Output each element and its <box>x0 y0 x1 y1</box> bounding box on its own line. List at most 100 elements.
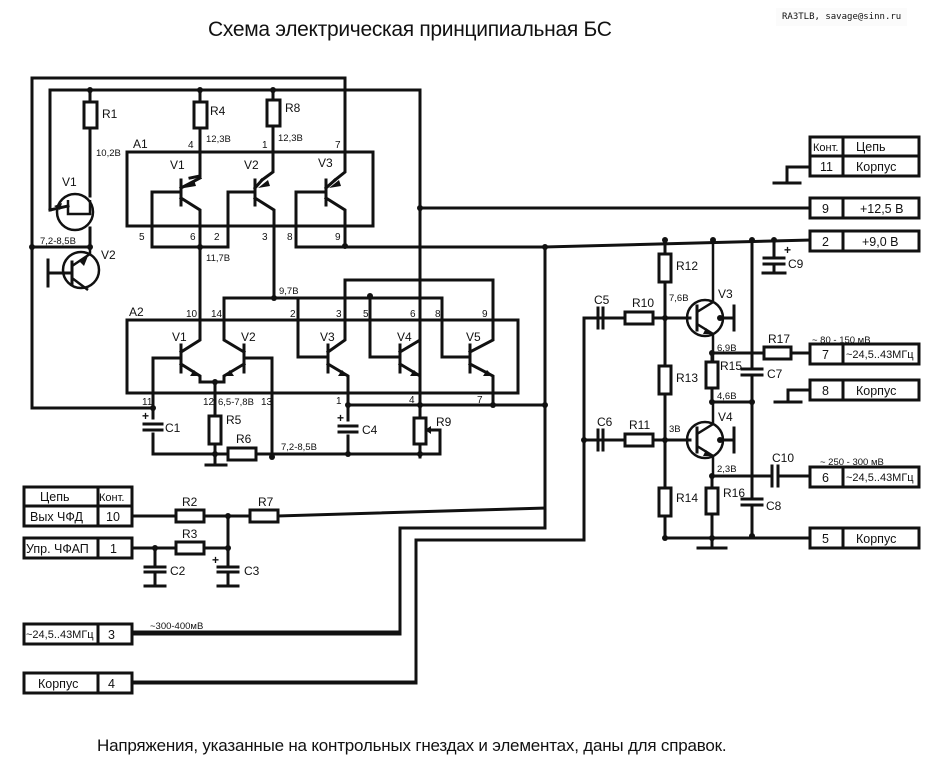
svg-text:14: 14 <box>211 309 223 320</box>
svg-text:Корпус: Корпус <box>856 160 896 174</box>
voltage-a1-out: 11,7В <box>206 253 230 264</box>
svg-text:R4: R4 <box>210 104 226 118</box>
svg-text:R16: R16 <box>723 486 745 500</box>
right-connector-8: 8 Корпус <box>808 378 921 402</box>
svg-text:R14: R14 <box>676 491 698 505</box>
page-title: Схема электрическая принципиальная БС <box>208 18 612 41</box>
svg-text:13: 13 <box>261 397 273 408</box>
svg-text:R8: R8 <box>285 101 301 115</box>
resistor-r8: R8 <box>265 98 301 128</box>
svg-text:R12: R12 <box>676 259 698 273</box>
filter-network: R2 R3 R7 C2 C3 + <box>130 495 547 588</box>
left-connector-header: Цепь Конт. <box>22 485 134 508</box>
svg-text:V4: V4 <box>397 330 412 344</box>
svg-text:R6: R6 <box>236 432 252 446</box>
svg-text:10: 10 <box>106 510 120 524</box>
resistor-r4: R4 <box>192 100 226 130</box>
svg-text:10: 10 <box>186 309 198 320</box>
svg-text:~24,5..43МГц: ~24,5..43МГц <box>846 349 914 361</box>
svg-text:A2: A2 <box>129 305 144 319</box>
right-connector-9: 9 +12,5 В <box>808 196 921 220</box>
svg-text:8: 8 <box>822 384 829 398</box>
svg-text:C1: C1 <box>165 421 181 435</box>
svg-text:6,9В: 6,9В <box>717 343 737 354</box>
svg-text:12: 12 <box>203 397 215 408</box>
svg-text:2: 2 <box>214 232 220 243</box>
svg-text:V5: V5 <box>466 330 481 344</box>
block-a1: A1 4 1 7 5 6 2 3 8 9 V1 V2 V3 <box>125 137 547 300</box>
svg-text:C10: C10 <box>772 451 794 465</box>
svg-text:C6: C6 <box>597 415 613 429</box>
voltage-a2-bus: 9,7В <box>279 286 299 297</box>
svg-text:+12,5 В: +12,5 В <box>860 202 903 216</box>
svg-text:V2: V2 <box>241 330 256 344</box>
svg-text:4: 4 <box>108 677 115 691</box>
transistor-v1-discrete: V1 <box>48 175 95 249</box>
svg-text:V1: V1 <box>172 330 187 344</box>
svg-text:Конт.: Конт. <box>813 142 838 154</box>
svg-text:6: 6 <box>190 232 196 243</box>
svg-text:4: 4 <box>409 395 415 406</box>
svg-text:R9: R9 <box>436 415 452 429</box>
input-3-wire <box>130 526 402 636</box>
block-a2-wiring <box>222 278 495 359</box>
left-connector-10: Вых ЧФД 10 <box>22 504 134 528</box>
svg-text:R15: R15 <box>720 359 742 373</box>
left-connector-4: Корпус 4 <box>22 671 134 695</box>
svg-text:R3: R3 <box>182 527 198 541</box>
svg-text:V3: V3 <box>320 330 335 344</box>
svg-text:V2: V2 <box>101 248 116 262</box>
svg-text:9: 9 <box>822 202 829 216</box>
left-connector-1: Упр. ЧФАП 1 <box>22 536 134 560</box>
svg-text:Упр. ЧФАП: Упр. ЧФАП <box>26 542 89 556</box>
voltage-r6: 7,2-8,5В <box>281 442 317 453</box>
block-a2: A2 10 14 2 3 5 6 8 9 11 12 13 1 4 7 V1 V… <box>125 305 520 459</box>
svg-text:Корпус: Корпус <box>856 532 896 546</box>
voltage-a2-emitters: 6,5-7,8В <box>218 397 254 408</box>
rf-amplifier <box>596 165 812 550</box>
svg-text:7: 7 <box>335 140 341 151</box>
svg-text:R10: R10 <box>632 296 654 310</box>
svg-text:Конт.: Конт. <box>99 492 124 504</box>
svg-text:1: 1 <box>262 140 268 151</box>
resistor-r1: R1 <box>82 100 118 130</box>
svg-text:5: 5 <box>822 532 829 546</box>
right-connector-2: 2 +9,0 В <box>808 229 921 253</box>
svg-text:11: 11 <box>142 397 153 408</box>
top-wiring <box>30 76 812 459</box>
svg-text:C9: C9 <box>788 257 804 271</box>
svg-text:~24,5..43МГц: ~24,5..43МГц <box>846 472 914 484</box>
svg-text:V3: V3 <box>718 287 733 301</box>
svg-text:4,6В: 4,6В <box>717 391 737 402</box>
svg-text:Корпус: Корпус <box>856 384 896 398</box>
svg-text:+: + <box>337 411 344 425</box>
svg-text:C7: C7 <box>767 367 783 381</box>
svg-text:C2: C2 <box>170 564 186 578</box>
svg-text:3: 3 <box>336 309 342 320</box>
svg-text:8: 8 <box>287 232 293 243</box>
voltage-r1: 10,2В <box>96 148 121 159</box>
svg-text:+: + <box>212 553 219 567</box>
svg-text:7: 7 <box>822 348 829 362</box>
right-connector-header: Конт. Цепь <box>808 135 921 158</box>
rf-voltages: 7,6В 6,9В 4,6В 3В 2,3В ~ 80 - 150 мВ ~ 2… <box>150 293 884 632</box>
voltage-r4: 12,3В <box>206 134 231 145</box>
svg-text:R2: R2 <box>182 495 198 509</box>
svg-text:C4: C4 <box>362 423 378 437</box>
svg-text:3В: 3В <box>669 424 681 435</box>
svg-text:Цепь: Цепь <box>40 490 69 504</box>
svg-text:7,6В: 7,6В <box>669 293 689 304</box>
svg-text:4: 4 <box>188 140 194 151</box>
svg-text:R1: R1 <box>102 107 118 121</box>
svg-text:2: 2 <box>290 309 296 320</box>
svg-text:R13: R13 <box>676 371 698 385</box>
voltage-r8: 12,3В <box>278 133 303 144</box>
svg-text:V2: V2 <box>244 158 259 172</box>
svg-text:2,3В: 2,3В <box>717 464 737 475</box>
svg-text:~300-400мВ: ~300-400мВ <box>150 621 203 632</box>
svg-text:9: 9 <box>335 232 341 243</box>
footnote: Напряжения, указанные на контрольных гне… <box>97 736 727 755</box>
rf-labels: R12 R10 C5 R13 R11 C6 R14 R15 R17 R16 C7… <box>594 243 804 518</box>
svg-text:V1: V1 <box>170 158 185 172</box>
